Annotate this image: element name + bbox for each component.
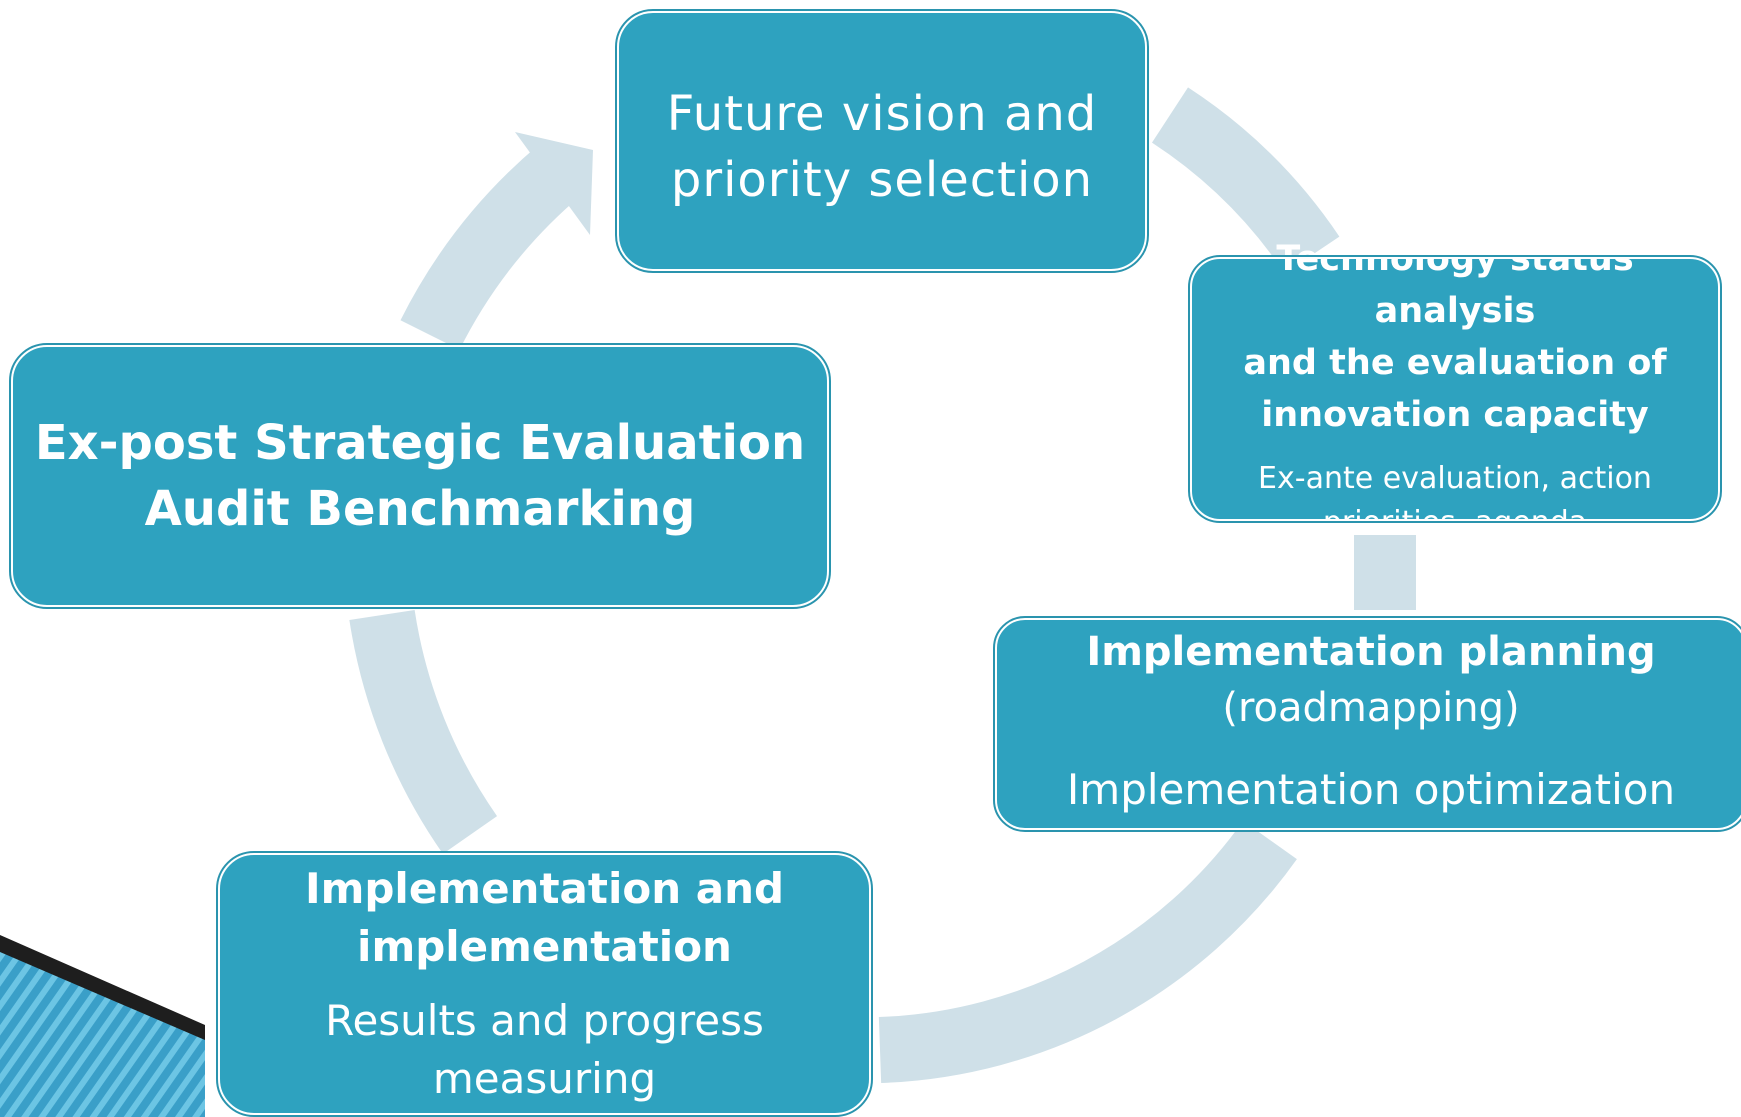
node-ex-post-evaluation-line1: Ex-post Strategic Evaluation — [34, 415, 806, 471]
node-technology-analysis-sub2: priorities, agenda — [1322, 505, 1588, 540]
node-technology-analysis-line3: innovation capacity — [1261, 395, 1649, 435]
cycle-arrowhead-icon — [515, 132, 593, 235]
node-ex-post-evaluation: Ex-post Strategic Evaluation Audit Bench… — [9, 343, 831, 609]
node-implementation-planning-line1: Implementation planning — [1086, 629, 1656, 675]
node-future-vision: Future vision and priority selection — [615, 9, 1149, 273]
node-implementation-planning-line2: (roadmapping) — [1222, 685, 1520, 731]
node-implementation-planning: Implementation planning (roadmapping) Im… — [993, 616, 1741, 832]
node-implementation-line2: implementation — [357, 922, 732, 971]
node-technology-analysis-line2: and the evaluation of — [1243, 343, 1667, 383]
node-implementation-planning-line3: Implementation optimization — [1066, 765, 1676, 814]
node-implementation-sub2: measuring — [432, 1054, 657, 1103]
cycle-band — [349, 87, 1416, 1083]
node-implementation-line1: Implementation and — [304, 864, 785, 913]
corner-accent — [0, 935, 205, 1117]
node-technology-analysis: Technology status analysis and the evalu… — [1188, 239, 1722, 540]
node-implementation-sub1: Results and progress — [325, 996, 764, 1045]
node-technology-analysis-subtext: Ex-ante evaluation, action priorities, a… — [1258, 457, 1652, 545]
node-future-vision-line1: Future vision and — [666, 86, 1098, 142]
node-ex-post-evaluation-line2: Audit Benchmarking — [144, 481, 696, 537]
node-implementation: Implementation and implementation Result… — [216, 851, 873, 1117]
node-future-vision-line2: priority selection — [670, 152, 1094, 208]
node-technology-analysis-line1: Technology status analysis — [1276, 239, 1634, 331]
node-technology-analysis-sub1: Ex-ante evaluation, action — [1258, 461, 1652, 496]
node-implementation-subtext: Results and progress measuring — [325, 992, 764, 1108]
